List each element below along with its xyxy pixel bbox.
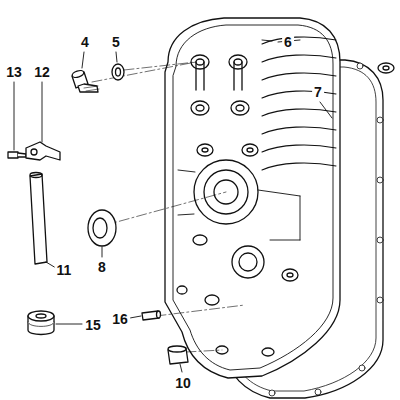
callout-number: 10 — [173, 375, 193, 391]
cooling-fin — [262, 37, 336, 44]
callout-number: 15 — [83, 317, 103, 333]
gasket-hole — [315, 389, 321, 395]
callout-number: 12 — [32, 64, 52, 80]
grommet — [28, 311, 54, 335]
hose — [30, 174, 47, 264]
callout-number: 16 — [110, 311, 130, 327]
gasket-hole — [377, 177, 383, 183]
washer — [112, 64, 124, 80]
cooling-fin — [262, 127, 336, 134]
screw — [8, 152, 26, 158]
gasket-hole — [377, 117, 383, 123]
callout-number: 4 — [79, 34, 91, 50]
callout-number: 5 — [110, 34, 122, 50]
callout-number: 13 — [4, 64, 24, 80]
callout-number: 6 — [282, 34, 294, 50]
seal — [88, 210, 116, 246]
cooling-fin — [262, 109, 336, 116]
cooling-fin — [262, 163, 336, 170]
callout-number: 7 — [312, 84, 324, 100]
cooling-fin — [262, 55, 336, 62]
callout-number: 8 — [96, 259, 108, 275]
gasket-hole — [377, 297, 383, 303]
callout-number: 11 — [55, 262, 74, 278]
cooling-fin — [262, 73, 336, 80]
gasket-hole — [357, 63, 363, 69]
washer — [378, 63, 394, 73]
gasket-hole — [359, 365, 365, 371]
cover-body — [165, 18, 340, 378]
clip — [26, 142, 60, 160]
bolt — [71, 69, 99, 92]
cooling-fin — [262, 91, 336, 98]
cooling-fin — [262, 145, 336, 152]
gasket-hole — [377, 237, 383, 243]
gasket-hole — [269, 390, 275, 396]
